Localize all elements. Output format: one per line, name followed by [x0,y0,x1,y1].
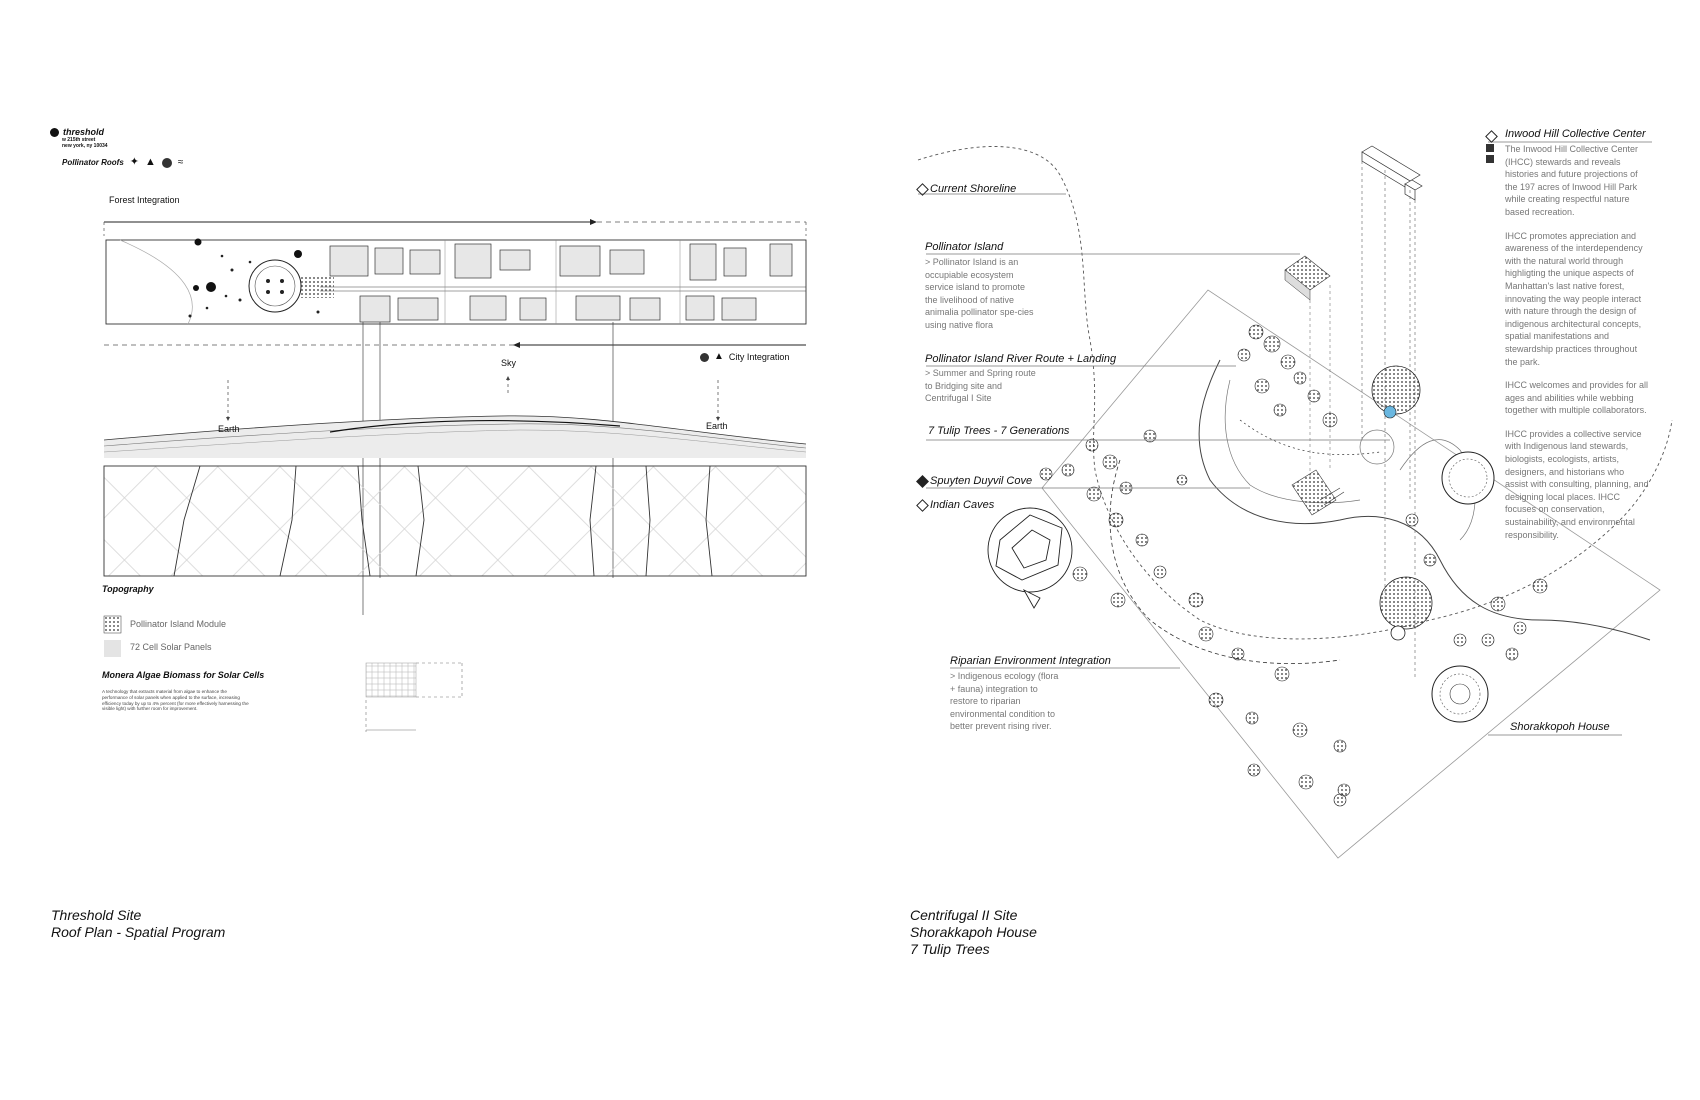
drum-building-upper [1441,451,1495,505]
earth-label-left: Earth [218,424,240,434]
pollinator-island-body: > Pollinator Island is an occupiable eco… [925,257,1034,330]
city-integration-label: City Integration [728,352,790,362]
ihcc-paragraph-2: IHCC promotes appreciation and awareness… [1505,230,1643,367]
sky-label: Sky [501,358,517,368]
right-footer-line3: 7 Tulip Trees [910,941,990,957]
diamond-marker-icon [916,474,929,488]
site-outline [1041,289,1661,859]
person-icon: ▲ [145,156,156,168]
ramp-element [1291,469,1345,516]
tulip-trees-label: 7 Tulip Trees - 7 Generations [928,425,1070,437]
river-route-body: > Summer and Spring route to Bridging si… [925,368,1036,404]
leaf-icon: ≈ [177,156,184,168]
left-footer-line2: Roof Plan - Spatial Program [51,924,226,940]
tulip-tree-large-2 [1379,576,1433,630]
tulip-tree-large-1 [1371,365,1421,415]
threshold-address-2: new york, ny 10034 [62,143,108,149]
site-axonometric [917,145,1673,859]
riparian-title: Riparian Environment Integration [950,655,1111,667]
river-route-title: Pollinator Island River Route + Landing [925,353,1117,365]
current-shoreline-annotation: Current Shoreline [916,182,1017,196]
topography-label: Topography [102,584,154,594]
ihcc-paragraph-3: IHCC welcomes and provides for all ages … [1505,380,1649,416]
threshold-logo-icon [50,127,59,137]
building-icon [1486,144,1494,152]
diamond-outline-icon [1485,130,1498,143]
current-shoreline-label: Current Shoreline [930,183,1017,195]
ihcc-buildings [1361,145,1423,680]
monera-title: Monera Algae Biomass for Solar Cells [102,670,265,680]
butterfly-icon: ✦ [129,156,139,168]
riparian-annotation: Riparian Environment Integration > Indig… [950,655,1111,733]
tree-cluster [1039,324,1548,807]
diamond-outline-icon [916,498,929,512]
city-integration-row: ▲ City Integration [700,352,789,362]
person-icon: ▲ [714,351,724,362]
shorakkopoh-house-drawing [1431,665,1489,723]
ihcc-paragraph-1: The Inwood Hill Collective Center (IHCC)… [1505,144,1639,217]
forest-integration-label: Forest Integration [109,195,180,205]
left-footer: Threshold Site Roof Plan - Spatial Progr… [51,907,225,941]
current-shoreline-curve [917,146,1673,640]
pollinator-island-annotation: Pollinator Island > Pollinator Island is… [925,241,1045,332]
spuyten-annotation: Spuyten Duyvil Cove [916,474,1033,488]
monera-body: A technology that extracts material from… [102,689,249,712]
diamond-marker-icon [916,182,929,196]
pollinator-module-cluster [300,276,334,298]
annotation-leaders [918,141,1652,736]
legend-swatch-solar [104,640,121,657]
pollinator-circle [248,259,302,313]
legend-module-label: Pollinator Island Module [130,619,227,629]
legend-swatch-module [103,615,122,634]
ihcc-title: Inwood Hill Collective Center [1505,128,1646,140]
tree-icon [700,352,709,362]
ihcc-annotation: Inwood Hill Collective Center The Inwood… [1505,128,1650,541]
city-buildings [329,243,793,323]
threshold-address-1: w 215th street [62,137,96,143]
building-icon [1486,155,1494,163]
threshold-title: threshold [63,127,105,137]
indian-caves-drawing [987,507,1073,609]
legend-solar-label: 72 Cell Solar Panels [130,642,212,652]
right-footer: Centrifugal II Site Shorakkapoh House 7 … [910,907,1037,958]
pollinator-island-axo [1284,255,1331,480]
ihcc-paragraph-4: IHCC provides a collective service with … [1505,428,1649,540]
earth-label-right: Earth [706,421,728,431]
riparian-body: > Indigenous ecology (flora + fauna) int… [950,671,1059,732]
river-route-annotation: Pollinator Island River Route + Landing … [925,353,1117,405]
roof-plan [103,219,807,732]
ihcc-icon-column [1485,130,1498,163]
indian-caves-annotation: Indian Caves [916,498,995,512]
spuyten-label: Spuyten Duyvil Cove [930,475,1033,487]
right-footer-line1: Centrifugal II Site [910,907,1018,923]
shorakkopoh-label: Shorakkopoh House [1510,721,1610,733]
pollinator-roofs-title: Pollinator Roofs [62,158,124,167]
right-footer-line2: Shorakkapoh House [910,924,1037,940]
solar-panel-diagram [365,662,417,698]
indian-caves-label: Indian Caves [930,499,995,511]
pollinator-roofs-row: Pollinator Roofs ✦ ▲ ≈ [62,157,183,168]
topography-block [103,465,807,577]
threshold-header: threshold w 215th street new york, ny 10… [50,127,108,149]
left-footer-line1: Threshold Site [51,907,142,923]
tree-icon [161,157,172,168]
pollinator-island-title: Pollinator Island [925,241,1004,253]
